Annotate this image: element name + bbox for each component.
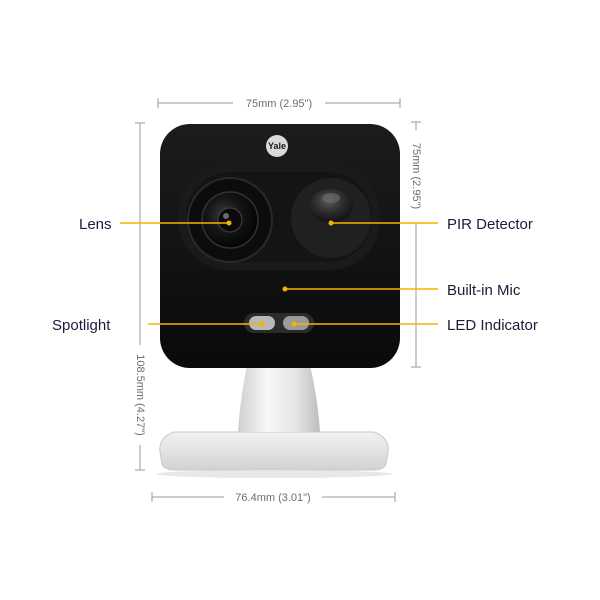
callout-lens-label: Lens [79, 216, 112, 233]
dimension-right-label: 75mm (2.95") [410, 143, 422, 209]
callout-spotlight-label: Spotlight [52, 317, 111, 334]
dimension-top-label: 75mm (2.95") [246, 98, 312, 110]
dimension-bottom: 76.4mm (3.01") [151, 490, 396, 505]
dimension-top: 75mm (2.95") [157, 95, 401, 110]
yale-logo [266, 135, 288, 157]
callout-led-indicator-label: LED Indicator [447, 317, 538, 334]
dimension-left-label: 108.5mm (4.27") [134, 354, 146, 436]
dimension-right: 75mm (2.95") [409, 121, 424, 368]
camera-stand [238, 365, 320, 432]
camera-illustration: Yale [156, 124, 400, 478]
base-shadow [156, 470, 392, 478]
dimension-bottom-label: 76.4mm (3.01") [235, 492, 310, 504]
callout-built-in-mic-label: Built-in Mic [447, 282, 521, 299]
callout-pir-detector-label: PIR Detector [447, 216, 533, 233]
dimension-left: 108.5mm (4.27") [133, 122, 148, 471]
callout-pir-detector: PIR Detector [328, 216, 533, 233]
brand-label: Yale [268, 141, 286, 151]
camera-base [159, 431, 389, 471]
callout-led-indicator: LED Indicator [291, 317, 538, 334]
callout-spotlight: Spotlight [52, 317, 265, 334]
callout-built-in-mic: Built-in Mic [282, 282, 521, 299]
callout-lens: Lens [79, 216, 232, 233]
